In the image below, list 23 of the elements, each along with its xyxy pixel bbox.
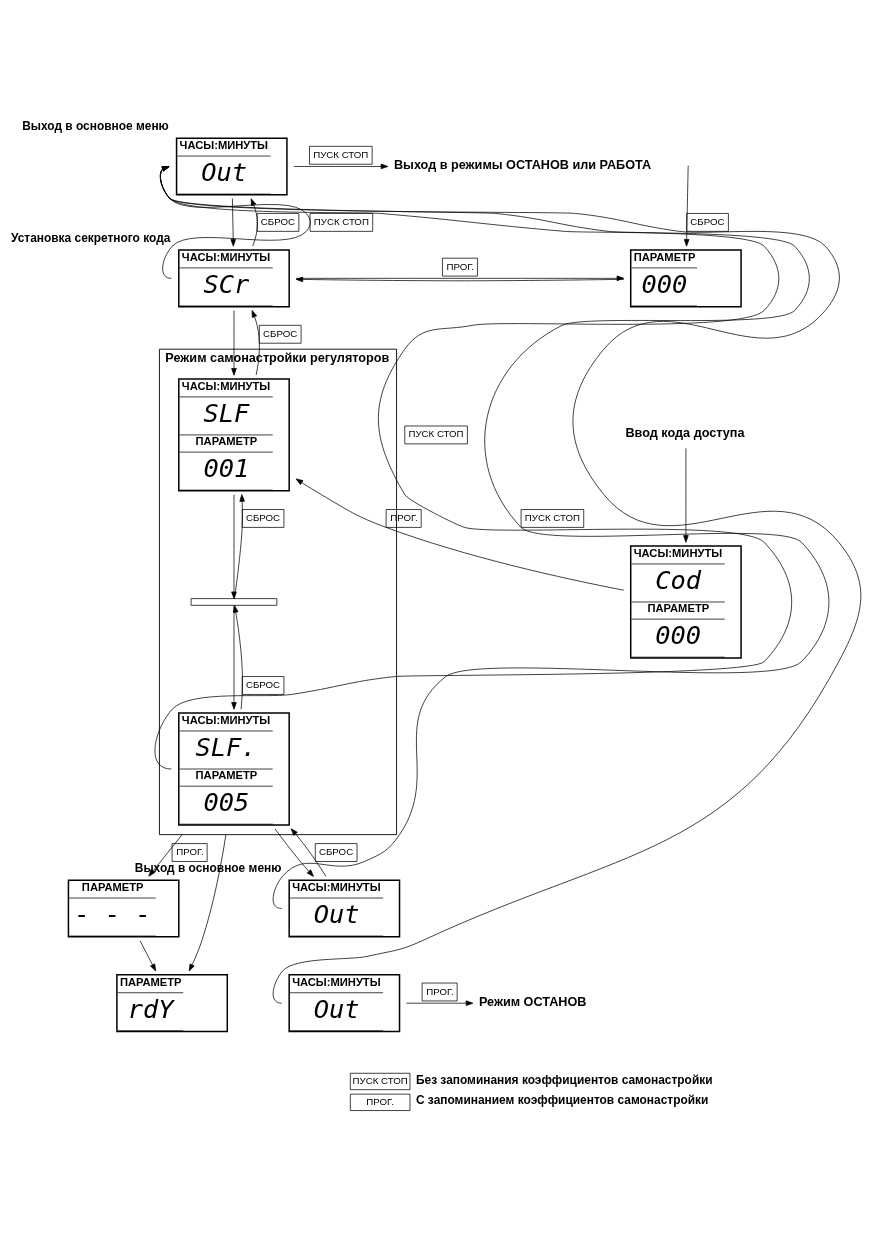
edge-label: ПРОГ.: [446, 260, 475, 272]
node-text: Выход в режимы ОСТАНОВ или РАБОТА: [393, 157, 652, 172]
legend-label: Без запоминания коэффициентов самонастройки: [415, 1072, 713, 1087]
edge-label: ПРОГ.: [176, 846, 204, 858]
node-label: Выход в основное меню: [22, 118, 169, 133]
edge-label: СБРОС: [319, 846, 354, 858]
edge-label: СБРОС: [245, 679, 281, 691]
label: ПРОГ.: [366, 1095, 394, 1107]
edge-label: СБРОС: [260, 215, 295, 227]
edge-label: СБРОС: [690, 215, 725, 227]
edge-label: ПУСК СТОП: [408, 428, 464, 440]
edge-label: СБРОС: [263, 327, 298, 339]
node-text: Ввод кода доступа: [625, 426, 745, 441]
node-text: Режим ОСТАНОВ: [478, 994, 587, 1009]
edge-label: ПУСК СТОП: [313, 148, 369, 160]
edge-label: ПУСК СТОП: [313, 215, 369, 227]
edge-label: ПРОГ.: [426, 985, 454, 997]
legend-label: С запоминанием коэффициентов самонастройки: [415, 1093, 709, 1108]
edge-label: ПУСК СТОП: [524, 511, 580, 523]
node-label: Выход в основное меню: [134, 860, 282, 875]
node-label: Установка секретного кода: [11, 230, 171, 245]
edge-label: СБРОС: [245, 511, 281, 523]
label: ПУСК СТОП: [352, 1075, 408, 1087]
